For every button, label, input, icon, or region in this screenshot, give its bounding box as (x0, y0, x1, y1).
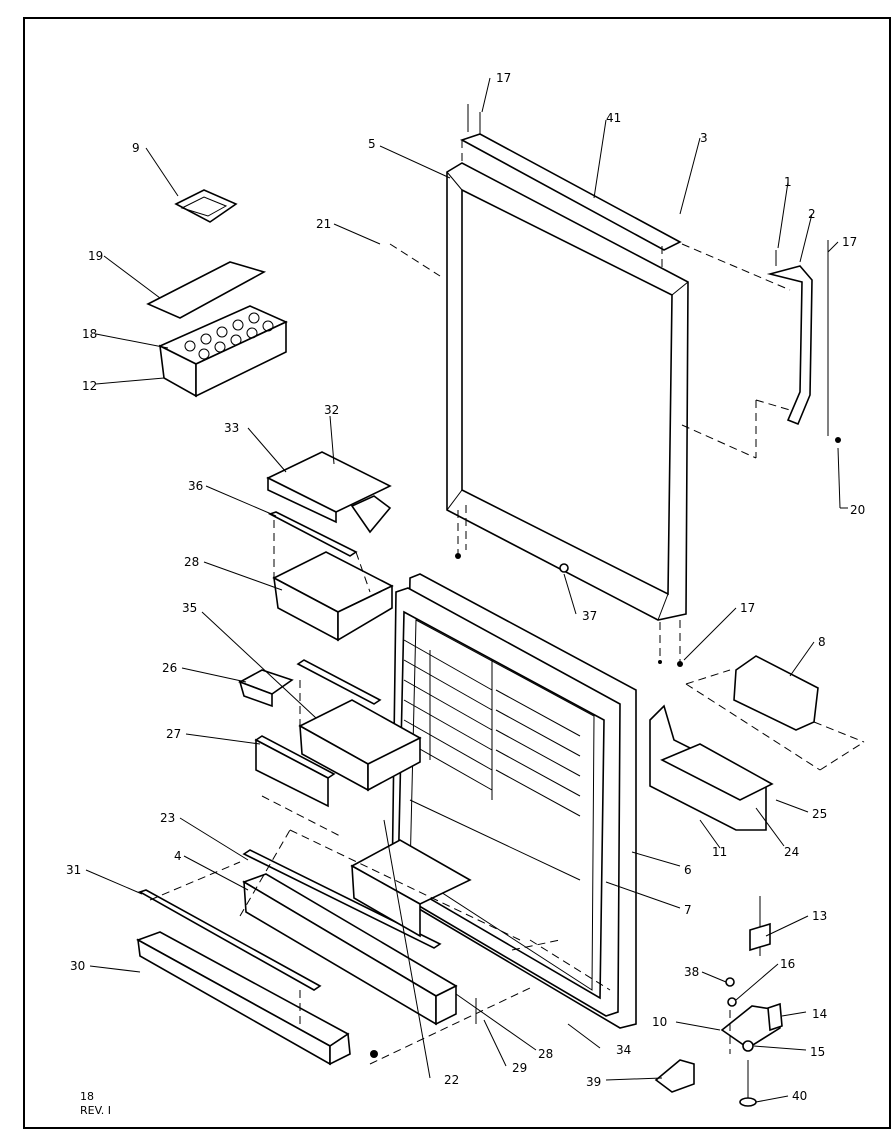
callout-24: 24 (784, 845, 799, 859)
callout-30: 30 (70, 959, 85, 973)
callout-41: 41 (606, 111, 621, 125)
callout-21: 21 (316, 217, 331, 231)
callout-27: 27 (166, 727, 181, 741)
callout-17-bottom: 17 (740, 601, 755, 615)
callout-16: 16 (780, 957, 795, 971)
callout-32: 32 (324, 403, 339, 417)
callout-5: 5 (368, 137, 376, 151)
callout-25: 25 (812, 807, 827, 821)
callout-31: 31 (66, 863, 81, 877)
callout-18: 18 (82, 327, 97, 341)
callout-9: 9 (132, 141, 140, 155)
callout-3: 3 (700, 131, 708, 145)
callout-11: 11 (712, 845, 727, 859)
callout-15: 15 (810, 1045, 825, 1059)
callout-34: 34 (616, 1043, 631, 1057)
callout-labels: 9 19 18 12 33 32 36 28 35 26 27 23 4 31 … (66, 71, 865, 1117)
callout-23: 23 (160, 811, 175, 825)
callout-13: 13 (812, 909, 827, 923)
callout-17-top: 17 (496, 71, 511, 85)
callout-4: 4 (174, 849, 182, 863)
fresh-food-door-liner (391, 573, 637, 1029)
callout-1: 1 (784, 175, 792, 189)
callout-12: 12 (82, 379, 97, 393)
lower-door-bins (136, 829, 531, 1066)
dairy-compartment (266, 451, 394, 642)
callout-36: 36 (188, 479, 203, 493)
callout-7: 7 (684, 903, 692, 917)
callout-28-upper: 28 (184, 555, 199, 569)
callout-39: 39 (586, 1075, 601, 1089)
callout-37: 37 (582, 609, 597, 623)
callout-26: 26 (162, 661, 177, 675)
middle-door-shelf (238, 659, 422, 837)
ice-bin-assembly (146, 189, 288, 398)
callout-10: 10 (652, 1015, 667, 1029)
hinge-hardware (654, 896, 783, 1107)
freezer-door-frame (446, 104, 689, 667)
callout-40: 40 (792, 1089, 807, 1103)
callout-33: 33 (224, 421, 239, 435)
page-number: 18 (80, 1090, 94, 1103)
revision-label: REV. I (80, 1104, 111, 1117)
callout-2: 2 (808, 207, 816, 221)
callout-17-right: 17 (842, 235, 857, 249)
crisper-assembly (649, 655, 865, 831)
callout-35: 35 (182, 601, 197, 615)
callout-22: 22 (444, 1073, 459, 1087)
callout-38: 38 (684, 965, 699, 979)
callout-6: 6 (684, 863, 692, 877)
callout-14: 14 (812, 1007, 827, 1021)
callout-19: 19 (88, 249, 103, 263)
door-handle (681, 240, 841, 459)
callout-20: 20 (850, 503, 865, 517)
callout-28-lower: 28 (538, 1047, 553, 1061)
callout-29: 29 (512, 1061, 527, 1075)
leader-lines (85, 77, 848, 1103)
drawing-border (23, 17, 891, 1129)
callout-8: 8 (818, 635, 826, 649)
